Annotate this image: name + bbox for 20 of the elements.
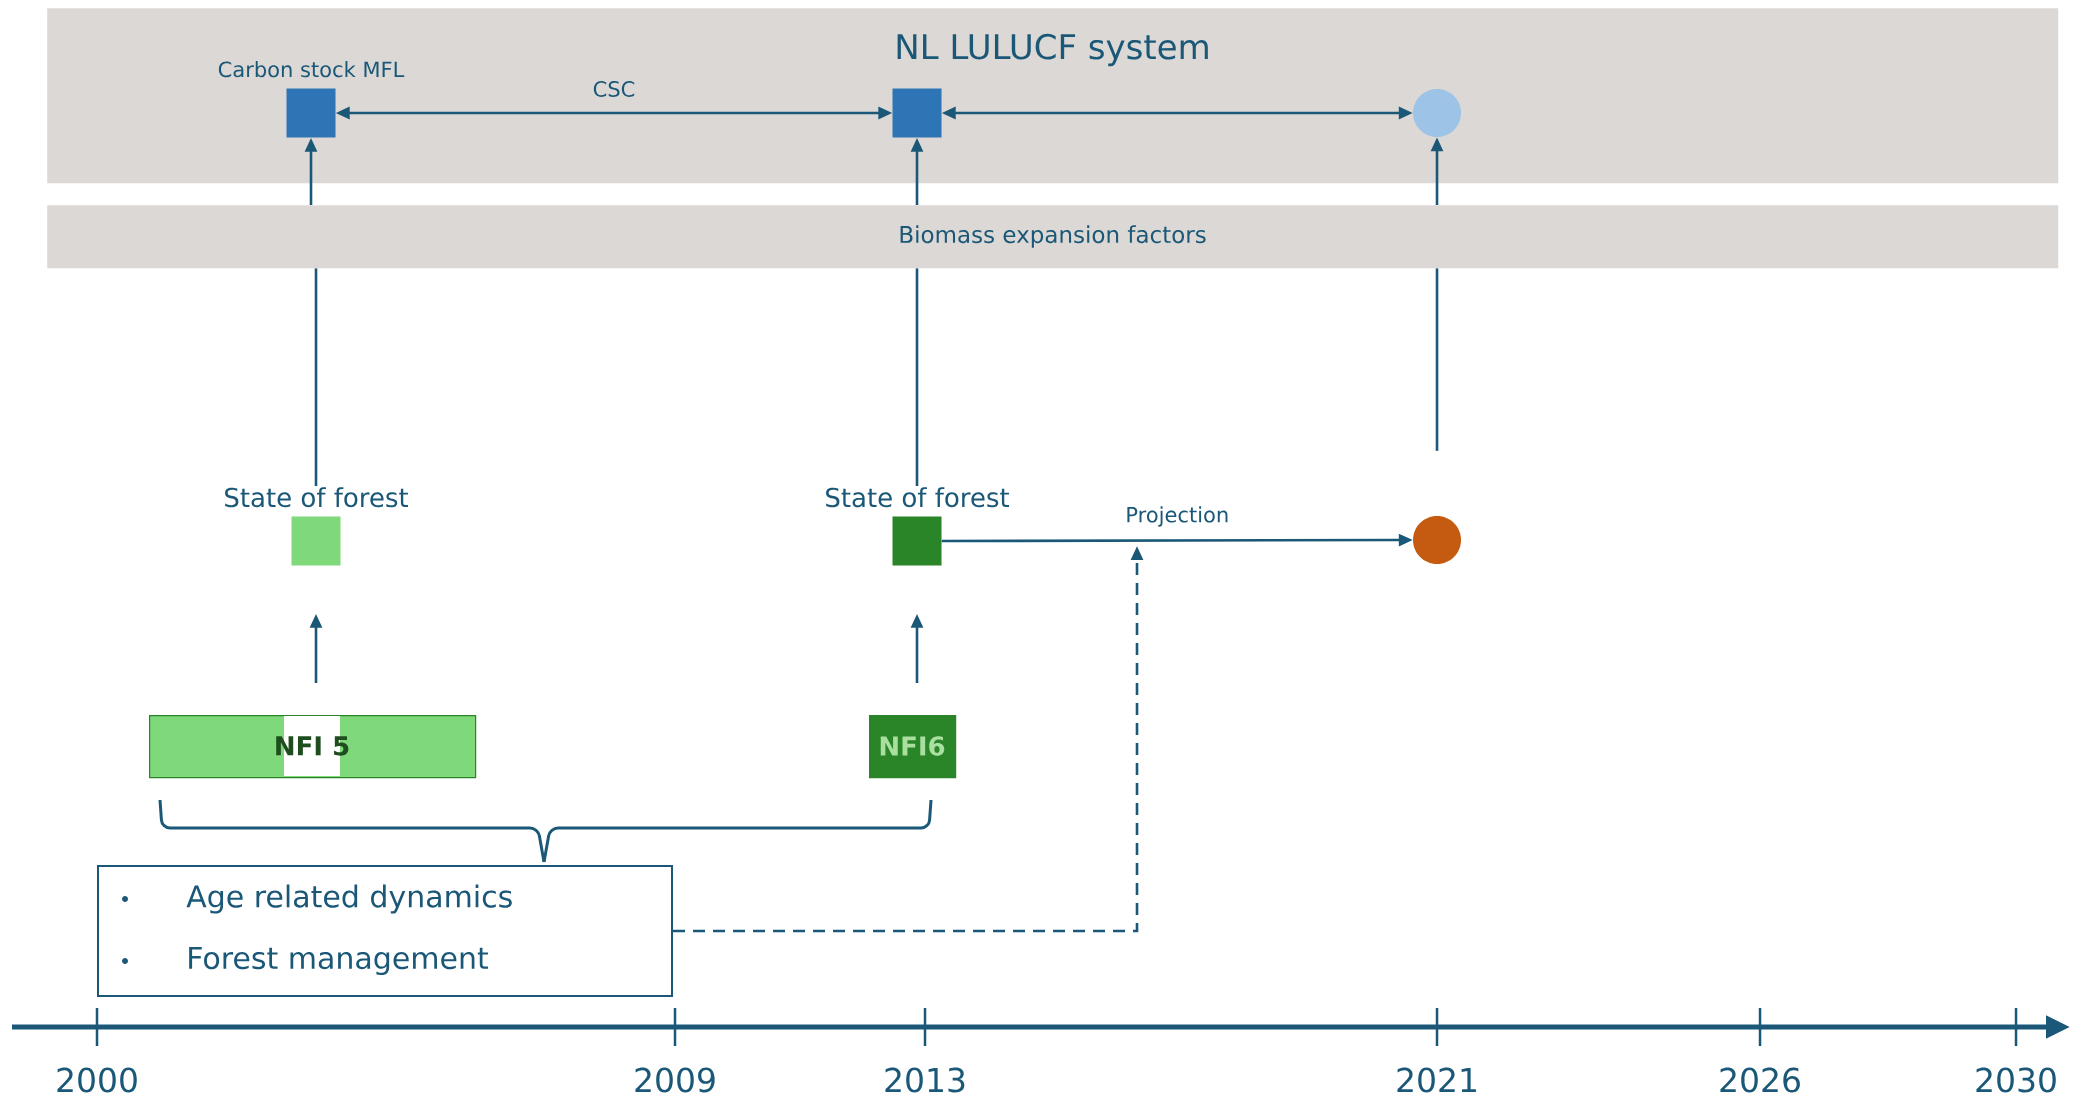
- year-label: 2000: [57, 1067, 137, 1093]
- inventory-bar: NFI6: [869, 715, 957, 779]
- year-label: 2026: [1720, 1067, 1800, 1093]
- year-label: 2013: [885, 1067, 965, 1093]
- forest-state-square: State of forest: [826, 487, 1010, 566]
- year-label: 2021: [1397, 1067, 1476, 1093]
- year-label: 2009: [635, 1067, 715, 1093]
- carbon-stock-square: [892, 88, 942, 138]
- node-label: State of forest: [826, 487, 1010, 508]
- carbon-stock-circle: [1413, 89, 1461, 137]
- edge-label: Projection: [1127, 506, 1228, 527]
- edge-label: CSC: [593, 81, 635, 97]
- text-box: Age related dynamics Forest management: [97, 865, 673, 997]
- node-label: Carbon stock MFL: [218, 61, 405, 78]
- factor-band: Biomass expansion factors: [47, 205, 2059, 269]
- node-label: State of forest: [225, 487, 409, 508]
- projection-circle: [1413, 516, 1461, 564]
- forest-state-square: State of forest: [225, 487, 409, 566]
- year-label: 2030: [1976, 1067, 2056, 1093]
- carbon-stock-square: Carbon stock MFL: [218, 61, 405, 138]
